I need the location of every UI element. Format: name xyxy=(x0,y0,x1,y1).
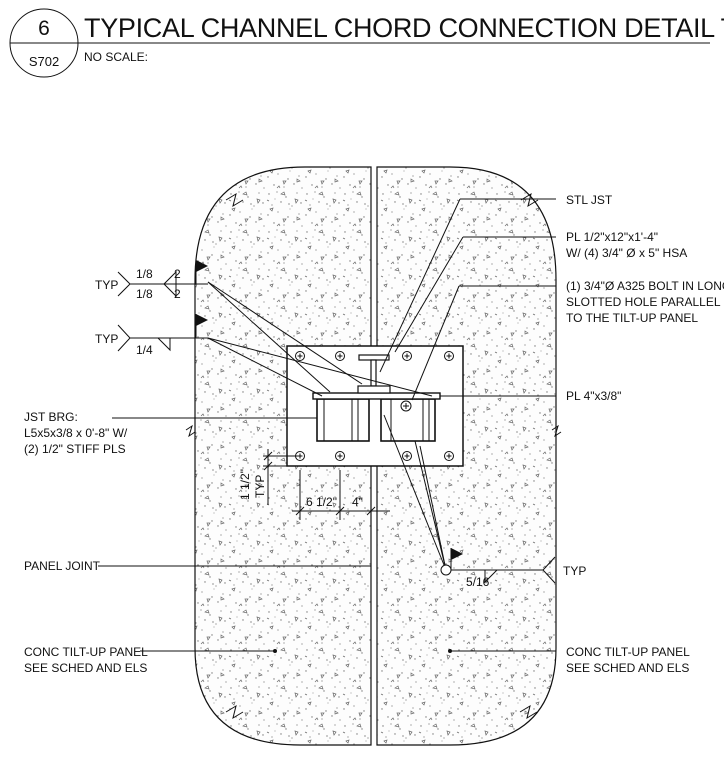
weld1-len-top: 2 xyxy=(174,267,181,281)
callout-panel-left-line2: SEE SCHED AND ELS xyxy=(24,661,147,675)
callout-jst-brg-line1: JST BRG: xyxy=(24,410,78,424)
bearing-plate-line xyxy=(312,392,441,400)
field-weld-flag-1 xyxy=(196,260,208,272)
callout-bolt-line3: TO THE TILT-UP PANEL xyxy=(566,311,698,325)
weld-symbol-1 xyxy=(117,260,208,298)
break-marks xyxy=(185,192,562,720)
callout-plate-line1: PL 1/2"x12"x1'-4" xyxy=(566,230,658,244)
steel-joist-section xyxy=(357,354,391,394)
leader-dots xyxy=(273,649,452,653)
weld3-typ: TYP xyxy=(563,564,586,578)
field-weld-flag-2 xyxy=(196,314,208,326)
callout-pl-small: PL 4"x3/8" xyxy=(566,389,621,403)
weld1-len-bot: 2 xyxy=(174,287,181,301)
weld3-size: 5/16 xyxy=(466,575,490,589)
weld2-typ: TYP xyxy=(95,332,118,346)
right-tilt-up-panel xyxy=(376,166,557,746)
detail-title: TYPICAL CHANNEL CHORD CONNECTION DETAIL … xyxy=(84,13,724,43)
leader-lines xyxy=(98,198,556,652)
weld1-typ: TYP xyxy=(95,278,118,292)
weld-symbol-3 xyxy=(440,548,556,584)
callout-jst-brg-line2: L5x5x3/8 x 0'-8" W/ xyxy=(24,426,128,440)
edge-dimension-typ: TYP xyxy=(253,475,267,498)
callout-plate-line2: W/ (4) 3/4" Ø x 5" HSA xyxy=(566,246,687,260)
dimension-b: 4" xyxy=(352,495,363,509)
weld1-size-top: 1/8 xyxy=(136,267,153,281)
weld1-size-bot: 1/8 xyxy=(136,287,153,301)
detail-number: 6 xyxy=(38,17,50,40)
callout-panel-right-line1: CONC TILT-UP PANEL xyxy=(566,645,690,659)
field-weld-flag-3 xyxy=(451,548,463,560)
dimension-a: 6 1/2" xyxy=(306,495,337,509)
callout-panel-left-line1: CONC TILT-UP PANEL xyxy=(24,645,148,659)
bearing-angle-left xyxy=(316,398,370,442)
callout-jst-brg-line3: (2) 1/2" STIFF PLS xyxy=(24,442,126,456)
weld2-size: 1/4 xyxy=(136,343,153,357)
callout-stl-jst: STL JST xyxy=(566,193,613,207)
sheet-number: S702 xyxy=(29,54,59,69)
edge-dimension: 1 1/2" xyxy=(238,469,252,500)
callout-bolt-line2: SLOTTED HOLE PARALLEL xyxy=(566,295,721,309)
anchor-bolts xyxy=(295,351,454,461)
callout-panel-right-line2: SEE SCHED AND ELS xyxy=(566,661,689,675)
callout-panel-joint: PANEL JOINT xyxy=(24,559,101,573)
detail-callout-bubble xyxy=(9,8,710,78)
dimension-lines xyxy=(263,449,390,520)
weld-symbol-2 xyxy=(117,314,208,352)
slotted-bolt xyxy=(400,400,412,412)
scale-note: NO SCALE: xyxy=(84,50,148,64)
callout-bolt-line1: (1) 3/4"Ø A325 BOLT IN LONG xyxy=(566,279,724,293)
